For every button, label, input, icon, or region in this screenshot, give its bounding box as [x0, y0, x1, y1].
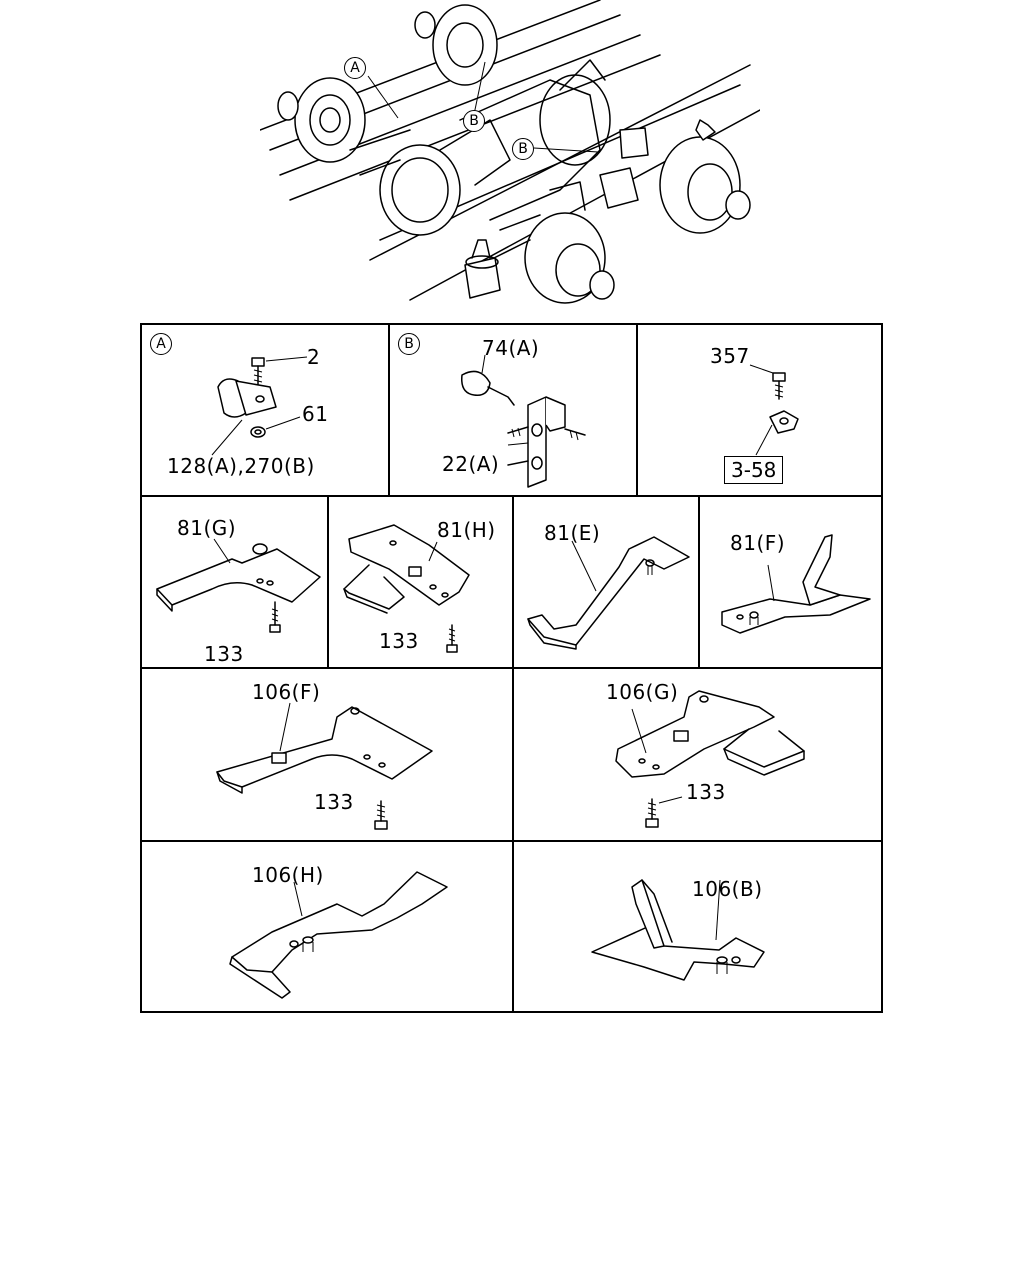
panel-106b-drawing	[591, 879, 765, 981]
panel-106f-drawing	[216, 702, 433, 830]
label-74a: 74(A)	[482, 336, 540, 360]
axle-overview-illustration: A B B	[259, 0, 761, 315]
label-81g: 81(G)	[177, 516, 237, 540]
panel-a: A 2 61 128(A),270(B)	[142, 325, 388, 495]
panel-c-drawing	[749, 364, 799, 456]
label-133-81h: 133	[379, 629, 419, 653]
label-106f: 106(F)	[252, 680, 321, 704]
panel-a-drawing	[211, 356, 308, 456]
label-81f: 81(F)	[730, 531, 786, 555]
label-106b: 106(B)	[692, 877, 763, 901]
label-2: 2	[307, 345, 321, 369]
panel-81h: 81(H) 133	[329, 497, 512, 667]
label-81e: 81(E)	[544, 521, 601, 545]
reference-box-3-58[interactable]: 3-58	[724, 456, 784, 484]
bolt-2-shape	[251, 356, 308, 388]
panel-81h-drawing	[343, 524, 470, 653]
label-133-106f: 133	[314, 790, 354, 814]
parts-grid: A 2 61 128(A),270(B) B 74(A) 22(A)	[140, 323, 883, 1013]
axle-overview-drawing	[259, 0, 761, 304]
nut-61-shape	[250, 416, 301, 438]
label-128-270: 128(A),270(B)	[167, 454, 315, 478]
panel-81g-drawing	[156, 538, 321, 633]
grid-divider-center	[512, 496, 514, 1012]
bracket-22-shape	[507, 396, 586, 488]
panel-81e-drawing	[527, 536, 690, 650]
panel-81f: 81(F)	[700, 497, 883, 667]
panel-106g-drawing	[615, 690, 805, 828]
panel-81f-drawing	[721, 534, 871, 634]
rear-left-hub	[277, 77, 366, 163]
panel-b: B 74(A) 22(A)	[390, 325, 636, 495]
axle-housing	[349, 74, 611, 236]
panel-b-marker: B	[398, 333, 420, 355]
panel-106h: 106(H)	[142, 842, 512, 1013]
bolt-357-shape	[749, 364, 786, 400]
right-hub	[659, 119, 751, 234]
panel-106f: 106(F) 133	[142, 669, 512, 840]
panel-81e: 81(E)	[514, 497, 698, 667]
label-61: 61	[302, 402, 329, 426]
lower-hub	[489, 212, 615, 304]
panel-b-drawing	[461, 354, 586, 488]
clip-128-shape	[211, 378, 277, 456]
grid-divider-r2-c	[698, 496, 700, 668]
label-81h: 81(H)	[437, 518, 496, 542]
clip-3-58-shape	[755, 410, 799, 456]
label-133-106g: 133	[686, 780, 726, 804]
callout-b-marker-left: B	[463, 110, 485, 132]
label-133-81g: 133	[204, 642, 244, 666]
panel-106b: 106(B)	[514, 842, 883, 1013]
panel-c: 357 3-58	[638, 325, 883, 495]
grid-divider-r2-a	[327, 496, 329, 668]
label-22a: 22(A)	[442, 452, 500, 476]
panel-a-marker: A	[150, 333, 172, 355]
label-106h: 106(H)	[252, 863, 324, 887]
grid-divider-r1-a	[388, 325, 390, 496]
panel-106h-drawing	[229, 871, 448, 999]
panel-106g: 106(G) 133	[514, 669, 883, 840]
top-hub	[414, 4, 498, 86]
label-357: 357	[710, 344, 750, 368]
callout-a-marker: A	[344, 57, 366, 79]
clamp-74-shape	[461, 354, 515, 406]
callout-b-marker-right: B	[512, 138, 534, 160]
lower-mount	[464, 59, 649, 299]
grid-divider-r1-b	[636, 325, 638, 496]
label-106g: 106(G)	[606, 680, 679, 704]
panel-81g: 81(G) 133	[142, 497, 327, 667]
